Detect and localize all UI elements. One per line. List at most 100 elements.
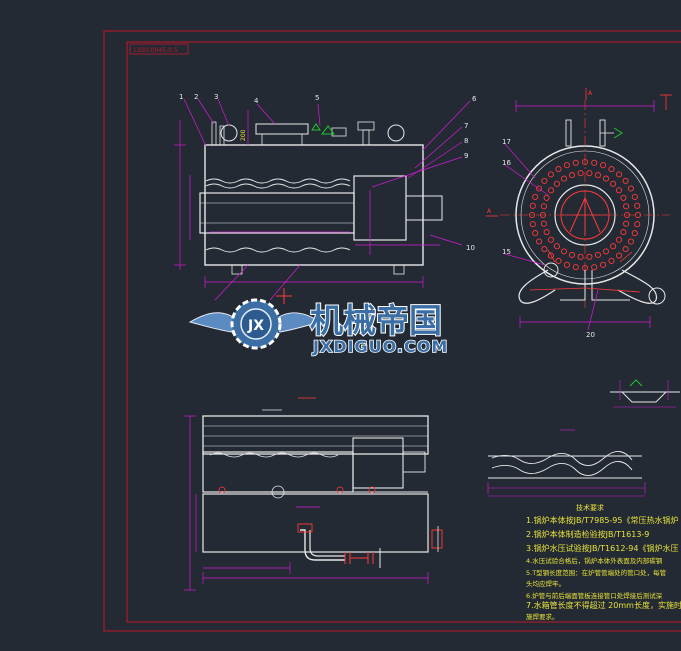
tube-hole [560,248,568,255]
tube-hole [594,172,602,179]
tube-hole [615,236,623,243]
tube-hole [572,264,579,271]
tech-req-item-2: 2.锅炉本体制造检验按JB/T1613-9 [526,529,649,539]
watermark-cn: 机械帝国 [310,301,442,340]
tube-hole [568,251,576,258]
tube-hole [555,166,562,173]
tube-ring-outer [528,158,642,272]
tube-hole [602,175,610,182]
tube-hole [547,171,554,178]
tech-req-item-4: 4.水压试验合格后，锅炉本体外表面及内部碳钢 [526,556,663,565]
weld-detail [610,379,680,408]
balloon-5: 5 [315,94,319,102]
tube-hole [608,166,615,173]
tube-hole [616,171,623,178]
tube-hole [563,162,570,169]
tube-hole [541,177,548,184]
tube-hole [631,230,638,237]
tube-hole [529,202,536,209]
tube-hole [620,194,627,201]
balloon-8: 8 [464,137,468,145]
tube-hole [543,194,550,201]
watermark-badge: JX [247,318,264,334]
front-view [199,121,443,304]
title-block-code: LSS0.0945-0.5 [134,47,178,54]
side-view-dimensions [504,100,655,331]
lifting-lug-left [220,124,238,142]
tube-hole [553,180,560,187]
tube-hole [568,172,576,179]
tube-hole [541,246,548,253]
tube-hole [615,187,623,194]
tube-hole [620,229,627,236]
tube-hole [594,251,602,258]
tube-hole [634,202,641,209]
tube-hole [528,211,536,219]
balloon-4: 4 [254,97,259,105]
tube-hole [591,264,598,271]
tube-hole [622,177,629,184]
tube-hole [591,159,598,166]
tech-req-item-6: 6.炉管与前后端面管板连接管口处焊接后测试深 [526,591,663,600]
combustion-chamber [353,175,407,241]
balloon-1: 1 [179,93,183,101]
balloon-20: 20 [586,331,595,339]
tube-hole [560,175,568,182]
tube-hole [563,261,570,268]
rear-outlet [405,195,443,221]
tube-hole [536,238,543,245]
tube-ring-inner [539,170,631,260]
tube-hole [572,159,579,166]
tube-hole [622,246,629,253]
tube-section-detail [487,429,646,497]
svg-text:200: 200 [240,129,247,141]
outer-frame [103,30,681,632]
inner-frame [126,41,681,623]
tech-req-item-3: 3.锅炉水压试验按JB/T1612-94《锅炉水压 [526,543,679,553]
tech-req-title: 技术要求 [576,503,604,512]
tech-req-item-7: 7.水箱管长度不得超过 20mm长度，实施时按图 [526,600,681,610]
tube-hole [555,257,562,264]
tube-hole [536,185,543,192]
tech-req-item-1: 1.锅炉本体按JB/T7985-95《常压热水锅炉 [526,515,679,525]
tube-hole [586,253,593,260]
plan-view [202,397,443,568]
balloon-7: 7 [464,122,468,130]
tube-hole [600,162,607,169]
balloon-3: 3 [214,93,218,101]
plan-view-dimensions [184,415,429,591]
tube-hole [532,193,539,200]
balloon-16: 16 [502,159,511,167]
tube-hole [610,243,617,250]
tube-hole [553,243,560,250]
tube-hole [600,261,607,268]
tube-hole [547,252,554,259]
boiler-shell [204,144,424,266]
tube-hole [586,170,593,177]
tube-hole [627,238,634,245]
technical-requirements: 技术要求 1.锅炉本体按JB/T7985-95《常压热水锅炉 2.锅炉本体制造检… [526,503,681,621]
side-view [486,88,672,310]
tube-hole [529,221,536,228]
lifting-lug-right [387,124,405,142]
tube-hole [608,257,615,264]
section-mark-b: A [487,208,492,215]
tech-req-item-5: 5.T型钢长度范围：在炉管管端处的管口处，每管 [526,568,667,577]
title-block-code-box [129,43,189,55]
tube-hole [540,220,547,227]
tube-hole [540,203,547,210]
tube-hole [547,236,555,243]
tube-hole [631,193,638,200]
tube-hole [627,185,634,192]
tube-hole [634,221,641,228]
balloon-15: 15 [502,248,511,256]
watermark-logo: JX 机械帝国 JXDIGUO.COM [188,298,448,357]
tube-hole [577,253,584,260]
tech-req-item-7b: 施焊要求。 [526,612,559,621]
tech-req-item-5b: 头均应焊牢。 [526,579,565,588]
tube-hole [623,220,630,227]
front-view-dimensions [174,98,471,301]
balloon-2: 2 [194,93,198,101]
tube-hole [532,230,539,237]
